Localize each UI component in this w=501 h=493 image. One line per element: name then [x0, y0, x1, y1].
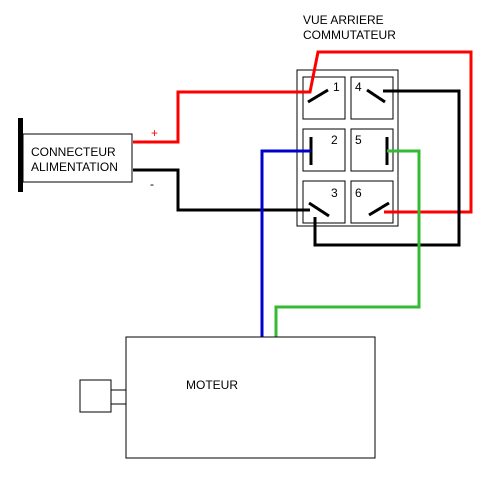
terminal-3-number: 3: [331, 186, 338, 200]
switch-rear-view: 1 4 2 5 3 6: [296, 69, 399, 227]
terminal-2-number: 2: [331, 133, 338, 147]
terminal-6: 6: [350, 180, 394, 224]
title-line-1: VUE ARRIERE: [303, 13, 384, 27]
terminal-1: 1: [302, 76, 346, 120]
motor: MOTEUR: [79, 336, 376, 459]
connector-body: [22, 133, 133, 183]
terminal-3-box: [302, 180, 346, 224]
terminal-5-number: 5: [355, 133, 362, 147]
terminal-6-number: 6: [355, 186, 362, 200]
connector-plate: [18, 118, 23, 192]
cross-link-wire: [313, 89, 461, 247]
minus-sign: -: [150, 177, 154, 191]
power-connector: CONNECTEUR ALIMENTATION + -: [18, 118, 158, 192]
positive-wire: [133, 50, 473, 214]
terminal-3: 3: [302, 180, 346, 224]
terminal-3-contact: [308, 201, 330, 218]
negative-wire: [133, 168, 310, 212]
terminal-1-contact: [307, 88, 329, 104]
title-line-2: COMMUTATEUR: [303, 28, 396, 42]
connector-label-line-2: ALIMENTATION: [31, 160, 118, 174]
motor-shaft: [110, 389, 127, 405]
motor-label: MOTEUR: [186, 378, 238, 392]
terminal-4-contact: [366, 88, 386, 104]
terminal-4-number: 4: [355, 80, 362, 94]
terminal-5: 5: [350, 128, 394, 172]
terminal-6-contact: [368, 201, 390, 217]
connector-label-line-1: CONNECTEUR: [31, 145, 116, 159]
green-wire: [274, 149, 421, 337]
blue-wire: [260, 149, 311, 337]
terminal-4: 4: [350, 76, 394, 120]
terminal-6-box: [350, 180, 394, 224]
plus-sign: +: [151, 126, 158, 140]
motor-body: [125, 336, 376, 459]
motor-pulley: [79, 379, 112, 413]
terminal-4-box: [350, 76, 394, 120]
terminal-1-number: 1: [333, 80, 340, 94]
terminal-1-box: [302, 76, 346, 120]
